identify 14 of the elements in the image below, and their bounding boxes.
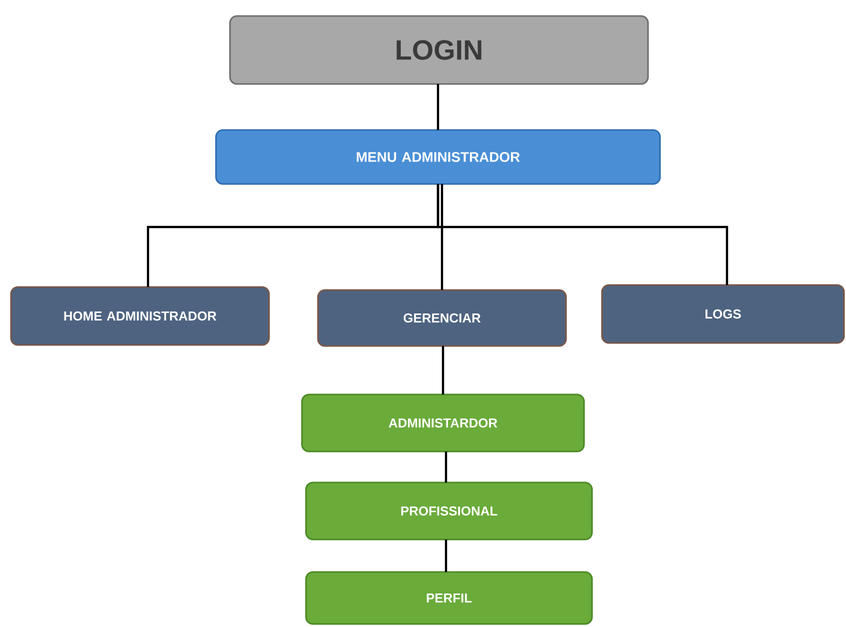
menu-box: MENU ADMINISTRADOR	[215, 129, 661, 185]
connector-line	[442, 346, 444, 394]
connector-line	[436, 184, 728, 285]
connector-line	[444, 540, 448, 572]
login-box: LOGIN	[229, 15, 649, 85]
connector-line	[440, 184, 444, 290]
section-box: GERENCIAR	[317, 289, 567, 347]
connector-line	[444, 452, 448, 482]
submenu-box: ADMINISTARDOR	[301, 394, 585, 452]
section-box: HOME ADMINISTRADOR	[10, 286, 270, 346]
section-box: LOGS	[601, 284, 845, 344]
submenu-box: PROFISSIONAL	[305, 482, 593, 540]
connector-line	[436, 84, 440, 130]
submenu-box: PERFIL	[305, 571, 593, 625]
